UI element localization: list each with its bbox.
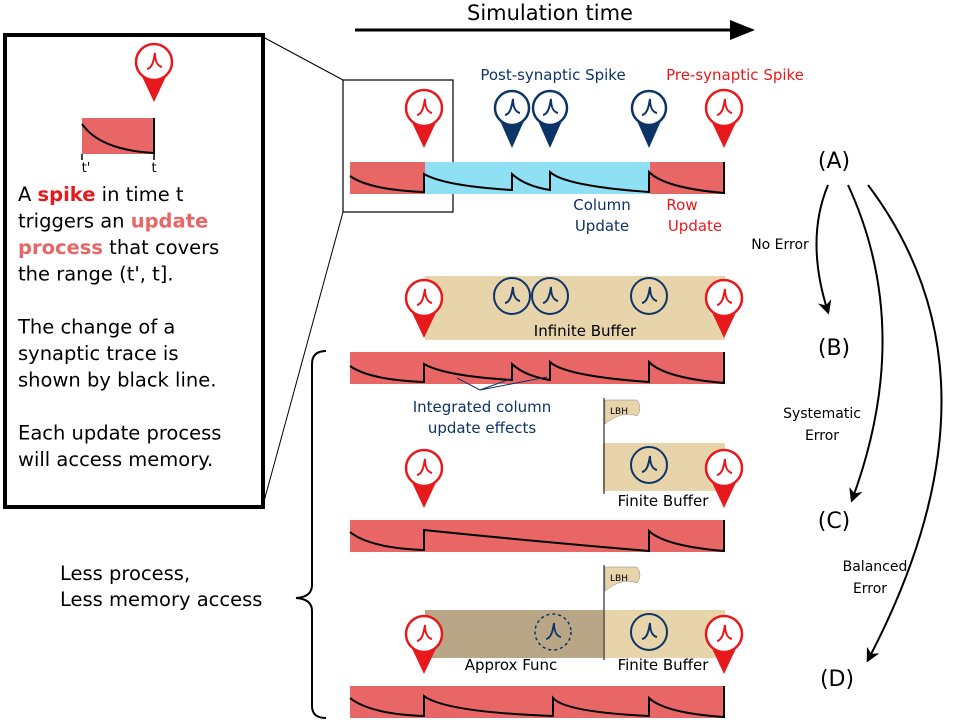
infinite-buffer-label: Infinite Buffer bbox=[534, 322, 637, 340]
row-a-trace bbox=[349, 162, 725, 195]
label-c: (C) bbox=[818, 509, 851, 534]
inset-desc-segment: spike bbox=[38, 183, 96, 206]
balanced-error-arrow bbox=[866, 184, 943, 663]
row-c-trace bbox=[349, 520, 725, 553]
row-c-lbh-label: LBH bbox=[610, 407, 628, 417]
row-update-label-2: Update bbox=[668, 217, 722, 235]
row-d-lbh-label: LBH bbox=[610, 574, 628, 584]
row-d-finite-buffer-label: Finite Buffer bbox=[618, 656, 710, 674]
row-d-lbh-flag bbox=[604, 566, 641, 592]
inset-desc-segment: A bbox=[18, 183, 38, 206]
inset-desc-segment: process bbox=[18, 236, 103, 259]
approx-func-label: Approx Func bbox=[465, 656, 558, 674]
row-c-pre-spike-2-icon bbox=[704, 448, 744, 510]
approx-func-rect bbox=[425, 610, 603, 658]
inset-desc-segment: Each update process bbox=[18, 422, 221, 445]
balanced-label-2: Error bbox=[853, 581, 887, 597]
row-a: Post-synaptic Spike Pre-synaptic Spike C… bbox=[349, 66, 804, 235]
t-prime-label: t' bbox=[82, 161, 91, 176]
systematic-error-arrow bbox=[847, 184, 884, 503]
row-a-pre-spike-1-icon bbox=[404, 88, 444, 150]
row-c: LBH Finite Buffer bbox=[349, 398, 744, 553]
simulation-time-label: Simulation time bbox=[467, 1, 633, 25]
row-d-trace-bar bbox=[350, 686, 724, 718]
label-d: (D) bbox=[820, 667, 854, 692]
inset-panel: t' t A spike in time t triggers an update… bbox=[3, 33, 265, 509]
inset-desc-segment: shown by black line. bbox=[18, 369, 216, 392]
row-d-trace bbox=[349, 686, 725, 719]
row-c-finite-buffer-label: Finite Buffer bbox=[618, 492, 710, 510]
row-a-pre-spike-2-icon bbox=[704, 88, 744, 150]
inset-desc-segment: update bbox=[131, 210, 209, 233]
inset-trace-line bbox=[81, 123, 155, 154]
inset-desc-segment: triggers an bbox=[18, 210, 131, 233]
row-c-trace-bar bbox=[350, 520, 724, 552]
row-c-pre-spike-1-icon bbox=[404, 448, 444, 510]
time-arrow-head bbox=[730, 20, 755, 40]
row-d-finite-buffer-rect bbox=[603, 610, 725, 658]
inset-desc-segment: that covers bbox=[103, 236, 219, 259]
infinite-buffer-rect bbox=[425, 276, 725, 340]
row-d-pre-spike-1-icon bbox=[404, 614, 444, 676]
inset-desc-segment: The change of a bbox=[17, 316, 175, 339]
label-a: (A) bbox=[818, 149, 850, 174]
row-a-post-spike-1-icon bbox=[493, 89, 531, 150]
systematic-label-1: Systematic bbox=[783, 406, 861, 422]
row-d-pre-spike-2-icon bbox=[704, 614, 744, 676]
balanced-label-1: Balanced bbox=[843, 559, 908, 575]
inset-desc-segment: in time t bbox=[95, 183, 183, 206]
systematic-label-2: Error bbox=[805, 428, 839, 444]
inset-desc-segment: synaptic trace is bbox=[18, 342, 178, 365]
less-memory-label: Less memory access bbox=[60, 588, 262, 611]
integrated-label-1: Integrated column bbox=[413, 398, 552, 416]
pre-synaptic-spike-label: Pre-synaptic Spike bbox=[666, 66, 804, 84]
t-label: t bbox=[151, 161, 156, 176]
integrated-label-2: update effects bbox=[428, 419, 537, 437]
row-a-row-update-bar bbox=[650, 162, 724, 194]
less-process-label: Less process, bbox=[60, 562, 190, 585]
label-b: (B) bbox=[818, 336, 850, 361]
post-synaptic-spike-label: Post-synaptic Spike bbox=[480, 66, 625, 84]
approx-spike-icon bbox=[534, 613, 572, 651]
column-update-label-2: Update bbox=[575, 217, 629, 235]
simulation-time-header: Simulation time bbox=[355, 1, 755, 40]
inset-desc-segment: will access memory. bbox=[18, 448, 213, 471]
row-c-finite-buffer-rect bbox=[603, 443, 725, 491]
row-a-post-spike-3-icon bbox=[630, 89, 668, 150]
row-b: Infinite Buffer Integrated column update… bbox=[349, 276, 744, 437]
no-error-label: No Error bbox=[751, 237, 809, 253]
row-update-label-1: Row bbox=[666, 196, 697, 214]
column-update-label-1: Column bbox=[573, 196, 630, 214]
zoom-box bbox=[342, 79, 454, 213]
row-d: LBH Approx Func Finite Buffer bbox=[349, 565, 744, 719]
inset-desc-segment: the range (t', t]. bbox=[18, 263, 174, 286]
inset-description: A spike in time t triggers an update proce… bbox=[17, 183, 221, 471]
row-a-post-spike-2-icon bbox=[531, 89, 569, 150]
row-c-lbh-flag bbox=[604, 399, 641, 425]
inset-border bbox=[3, 33, 265, 509]
row-b-trace bbox=[349, 352, 725, 385]
no-error-arrow bbox=[815, 184, 832, 315]
less-process-brace bbox=[295, 350, 327, 719]
